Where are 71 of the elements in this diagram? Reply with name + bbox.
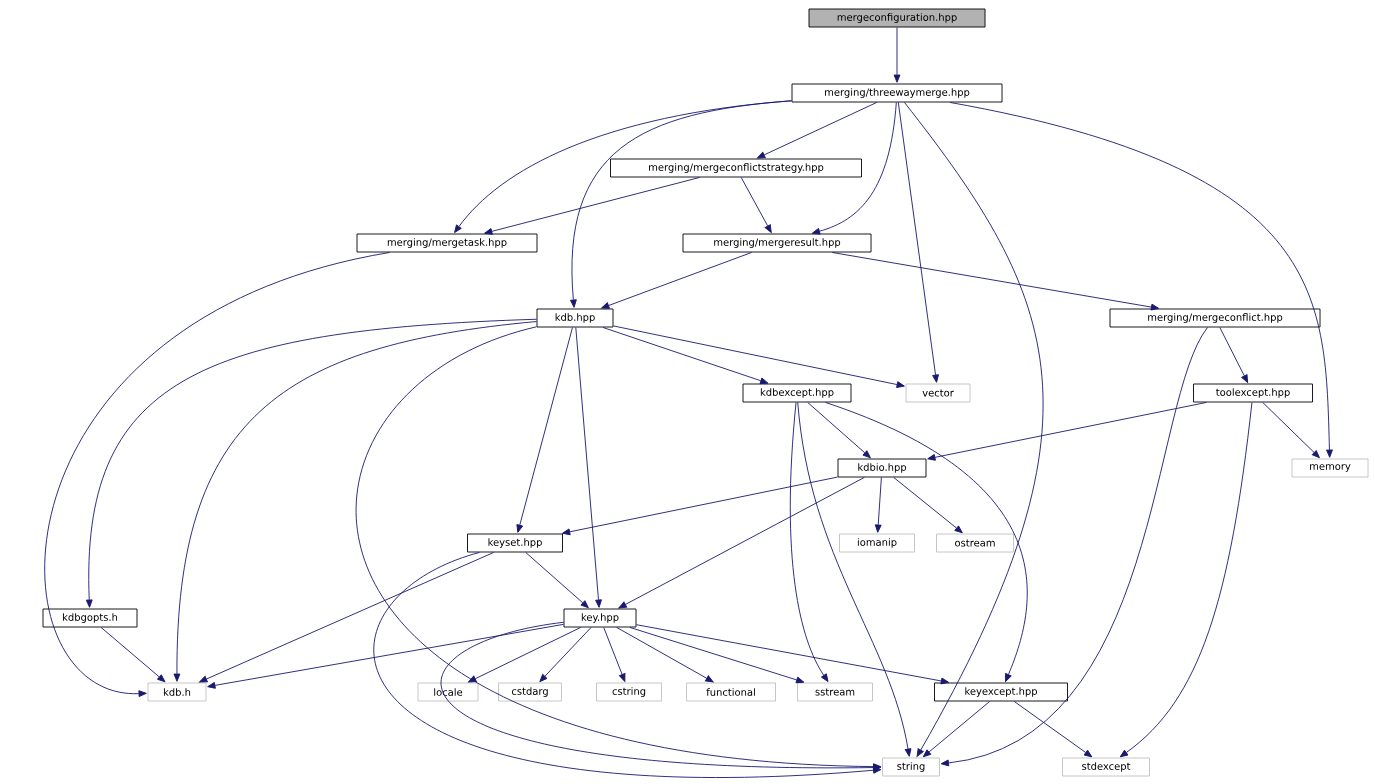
header-box: merging/mergeresult.hpp	[682, 233, 872, 253]
arrow	[1219, 327, 1249, 383]
arrow	[636, 624, 950, 685]
arrow	[44, 252, 391, 698]
arrow	[613, 325, 905, 388]
system-header-box: vector	[905, 383, 971, 403]
system-header-box: iomanip	[839, 533, 915, 553]
arrow	[539, 627, 592, 683]
header-box: keyset.hpp	[467, 533, 563, 553]
header-box: merging/mergeconflictstrategy.hpp	[610, 158, 862, 178]
arrow	[1262, 402, 1320, 459]
system-header-box: kdb.h	[147, 682, 207, 702]
header-box: merging/mergeconflict.hpp	[1109, 308, 1321, 328]
header-box: kdb.hpp	[536, 308, 614, 328]
arrow	[797, 402, 912, 757]
system-header-box: locale	[417, 682, 479, 702]
arrow	[927, 402, 1207, 461]
system-header-box: stdexcept	[1062, 757, 1150, 777]
arrow	[893, 477, 963, 534]
system-header-box: memory	[1291, 458, 1369, 478]
arrow	[874, 477, 882, 533]
header-box: kdbexcept.hpp	[742, 383, 852, 403]
arrow	[897, 102, 939, 383]
arrow	[207, 623, 564, 689]
arrow	[173, 321, 537, 682]
arrow	[893, 27, 901, 83]
arrow	[831, 252, 1160, 311]
arrow	[940, 327, 1208, 767]
arrow	[616, 627, 714, 683]
header-box: keyexcept.hpp	[934, 682, 1068, 702]
header-box: key.hpp	[563, 608, 637, 628]
arrow	[629, 627, 805, 684]
arrow	[789, 402, 829, 682]
arrow	[618, 477, 865, 609]
arrow	[100, 627, 166, 683]
arrow	[756, 102, 878, 159]
arrow	[85, 318, 537, 608]
arrow	[904, 102, 1043, 757]
arrow	[807, 402, 871, 459]
arrow	[1013, 701, 1093, 758]
arrow	[740, 177, 772, 233]
arrow	[373, 552, 882, 778]
system-header-box: sstream	[797, 682, 873, 702]
arrow	[601, 252, 752, 309]
arrow	[468, 627, 582, 683]
arrow	[603, 627, 626, 682]
arrow	[484, 177, 701, 235]
header-box: merging/mergetask.hpp	[356, 233, 538, 253]
header-box: kdbio.hpp	[837, 458, 927, 478]
arrow	[949, 102, 1333, 458]
arrow	[825, 402, 1028, 682]
arrow	[199, 552, 495, 683]
arrow	[562, 476, 838, 536]
file-box: mergeconfiguration.hpp	[808, 8, 986, 28]
arrow	[1119, 402, 1253, 758]
arrow	[516, 327, 573, 533]
arrow	[602, 327, 769, 385]
arrow	[441, 621, 882, 771]
header-box: toolexcept.hpp	[1193, 383, 1313, 403]
system-header-box: functional	[686, 682, 776, 702]
arrow	[575, 327, 602, 608]
system-header-box: cstdarg	[498, 682, 562, 702]
arrow	[922, 701, 991, 758]
system-header-box: string	[882, 757, 940, 777]
header-box: kdbgopts.h	[42, 608, 138, 628]
header-box: merging/threewaymerge.hpp	[791, 83, 1003, 103]
system-header-box: cstring	[596, 682, 662, 702]
arrow	[811, 102, 897, 235]
system-header-box: ostream	[936, 533, 1014, 553]
arrow	[570, 100, 792, 308]
arrow	[525, 552, 589, 609]
